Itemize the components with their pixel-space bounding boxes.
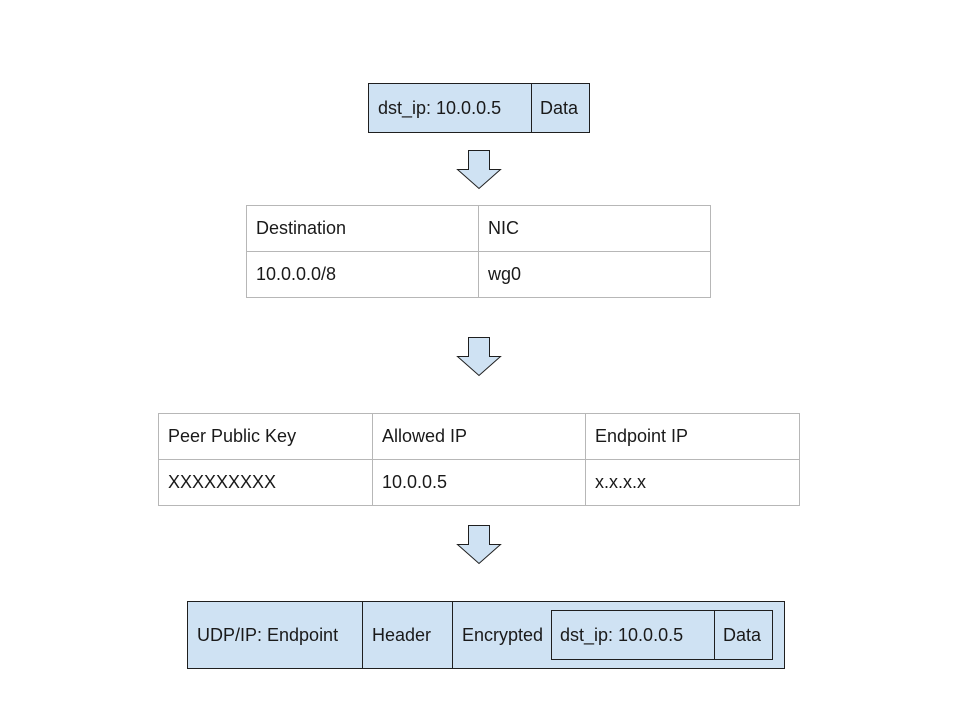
inner-packet-dst-ip: dst_ip: 10.0.0.5 [552,611,714,659]
peer-cell-public-key: XXXXXXXXX [158,459,373,506]
down-arrow-icon [456,150,502,190]
peer-header-allowed-ip: Allowed IP [372,413,586,460]
input-packet-dst-ip-label: dst_ip: 10.0.0.5 [378,97,502,118]
routing-header-destination: Destination [246,205,479,252]
inner-packet-data: Data [714,611,772,659]
input-packet-data-label: Data [540,97,579,118]
output-packet-encrypted: Encrypted [452,602,784,668]
down-arrow-icon [456,337,502,377]
inner-packet: dst_ip: 10.0.0.5 Data [551,610,773,660]
input-packet-dst-ip: dst_ip: 10.0.0.5 [369,84,531,132]
routing-header-nic: NIC [478,205,711,252]
routing-table: Destination NIC 10.0.0.0/8 wg0 [246,205,711,298]
output-packet-header: Header [362,602,452,668]
table-header-row: Peer Public Key Allowed IP Endpoint IP [158,413,800,460]
down-arrow-icon [456,525,502,565]
peer-header-endpoint-ip: Endpoint IP [585,413,800,460]
peer-cell-allowed-ip: 10.0.0.5 [372,459,586,506]
peer-table: Peer Public Key Allowed IP Endpoint IP X… [158,413,800,506]
inner-packet-dst-ip-label: dst_ip: 10.0.0.5 [560,624,684,645]
input-packet-data: Data [531,84,589,132]
table-row: 10.0.0.0/8 wg0 [246,251,711,298]
output-packet-udp-ip-label: UDP/IP: Endpoint [197,624,339,645]
output-packet-encrypted-label: Encrypted [462,624,544,645]
table-header-row: Destination NIC [246,205,711,252]
output-packet-udp-ip: UDP/IP: Endpoint [188,602,362,668]
peer-cell-endpoint-ip: x.x.x.x [585,459,800,506]
peer-header-public-key: Peer Public Key [158,413,373,460]
inner-packet-data-label: Data [723,624,762,645]
table-row: XXXXXXXXX 10.0.0.5 x.x.x.x [158,459,800,506]
output-packet-header-label: Header [372,624,432,645]
input-packet: dst_ip: 10.0.0.5 Data [368,83,590,133]
routing-cell-nic: wg0 [478,251,711,298]
routing-cell-destination: 10.0.0.0/8 [246,251,479,298]
